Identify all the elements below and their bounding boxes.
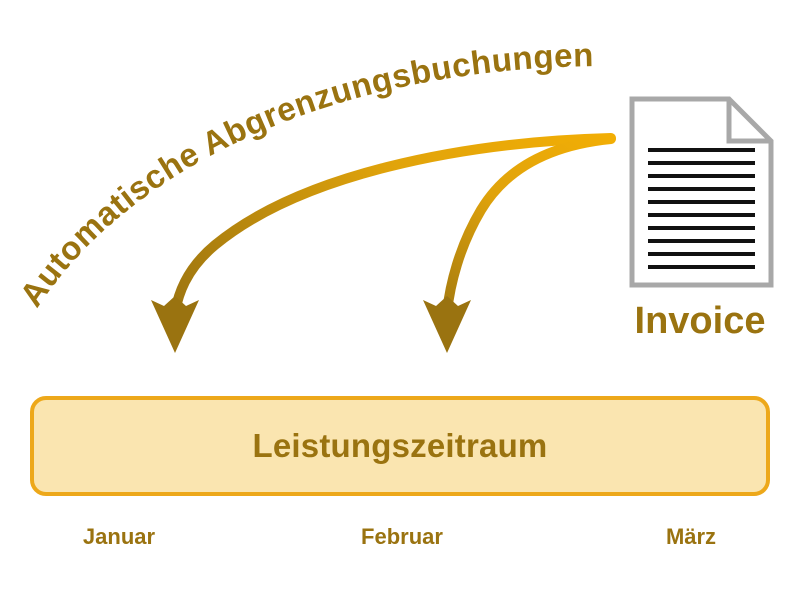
arrowhead-februar bbox=[423, 296, 471, 353]
leistungszeitraum-label: Leistungszeitraum bbox=[252, 427, 548, 464]
leistungszeitraum-bar: Leistungszeitraum bbox=[30, 396, 770, 496]
arrow-to-februar bbox=[423, 134, 616, 353]
document-page-shape bbox=[629, 96, 774, 288]
invoice-caption: Invoice bbox=[634, 300, 766, 342]
document-fold-corner-icon bbox=[726, 99, 771, 144]
month-label-februar: Februar bbox=[361, 524, 443, 549]
month-labels-row: Januar Februar März bbox=[30, 524, 770, 564]
invoice-document-icon bbox=[629, 96, 774, 288]
document-text-lines bbox=[648, 148, 755, 269]
arrow-to-januar bbox=[151, 133, 616, 353]
month-label-maerz: März bbox=[665, 524, 717, 549]
arrowhead-januar bbox=[151, 296, 199, 353]
month-label-januar: Januar bbox=[82, 524, 156, 549]
